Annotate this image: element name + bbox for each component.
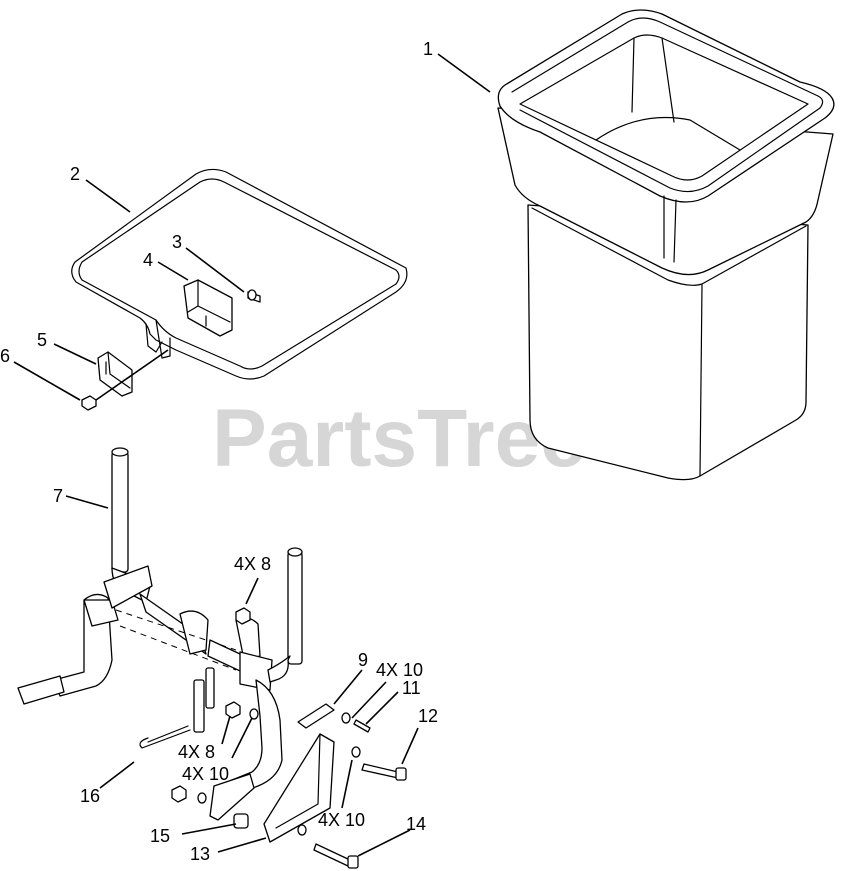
callout-16: 16 — [80, 786, 100, 806]
part-11-bolt — [353, 719, 371, 733]
callout-3: 3 — [172, 232, 182, 252]
callout-11: 11 — [402, 678, 421, 698]
frame-leader-line — [95, 349, 169, 401]
callout-4x10-bottom: 4X 10 — [318, 810, 365, 830]
callout-13: 13 — [190, 844, 210, 864]
part-10-washers — [197, 708, 361, 836]
callout-4x10-left: 4X 10 — [182, 764, 229, 784]
callout-15: 15 — [150, 826, 170, 846]
part-4-bracket — [183, 279, 233, 337]
part-13-plate — [263, 733, 335, 843]
callout-1: 1 — [423, 39, 433, 59]
callout-4x8-top: 4X 8 — [234, 554, 271, 574]
part-8-nuts — [171, 607, 251, 803]
leader-lines — [13, 53, 491, 857]
callout-4x8-bottom: 4X 8 — [178, 742, 215, 762]
callout-14: 14 — [406, 814, 426, 834]
part-2-frame — [71, 168, 408, 380]
callout-9: 9 — [358, 650, 368, 670]
part-6-nut — [81, 395, 97, 411]
callout-2: 2 — [70, 164, 80, 184]
part-14-bolt — [313, 843, 359, 869]
callout-7: 7 — [53, 486, 63, 506]
part-7-stand — [17, 447, 303, 821]
watermark-text: PartsTree — [212, 393, 586, 484]
part-15-spacer — [233, 813, 249, 829]
callout-4: 4 — [143, 250, 153, 270]
callout-6: 6 — [0, 346, 10, 366]
callout-4x10-right: 4X 10 — [376, 660, 423, 680]
part-1-hopper — [497, 9, 835, 481]
part-16-pin — [139, 725, 191, 749]
callout-5: 5 — [37, 330, 47, 350]
callout-12: 12 — [418, 706, 438, 726]
part-3-bolt — [247, 289, 261, 303]
part-5-clip — [97, 351, 133, 397]
part-9-bracket — [297, 703, 335, 729]
part-12-bolt — [361, 763, 407, 781]
